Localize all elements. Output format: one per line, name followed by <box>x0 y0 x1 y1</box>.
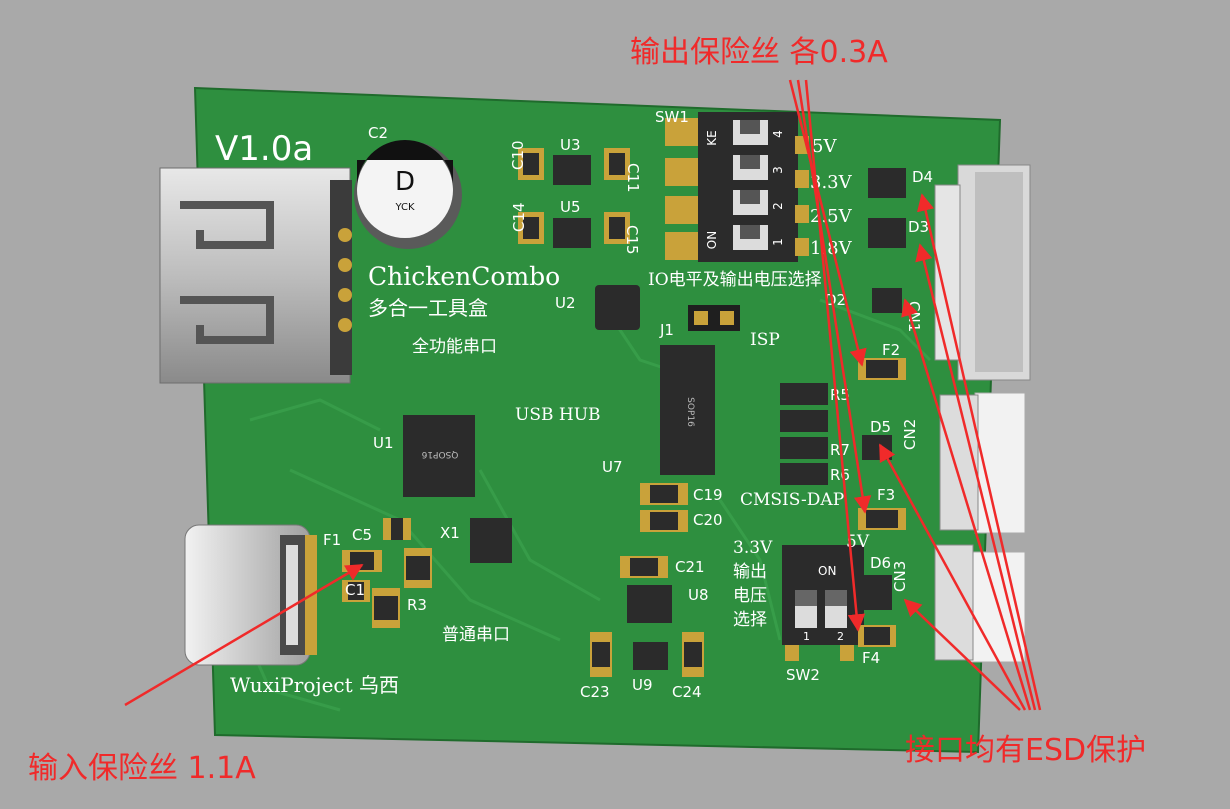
usb-hub-label: USB HUB <box>515 405 601 425</box>
svg-text:YCK: YCK <box>394 202 415 213</box>
output-select-5v: 5V <box>846 532 870 552</box>
ic-u1: QSOP16 <box>403 415 475 497</box>
svg-text:CN3: CN3 <box>891 561 909 592</box>
ic-u8 <box>627 585 672 623</box>
passive-components <box>342 148 906 677</box>
svg-text:R6: R6 <box>830 466 850 484</box>
output-select-line-3: 电压 <box>733 586 767 606</box>
serial-full-label: 全功能串口 <box>412 337 497 357</box>
svg-text:C19: C19 <box>693 486 723 504</box>
esd-annotation: 接口均有ESD保护 <box>905 733 1146 768</box>
ic-u9 <box>633 642 668 670</box>
svg-text:F3: F3 <box>877 486 895 504</box>
voltage-2v5: 2.5V <box>810 206 853 227</box>
svg-text:C23: C23 <box>580 683 610 701</box>
board-subtitle: 多合一工具盒 <box>368 296 488 320</box>
svg-text:C14: C14 <box>510 202 528 232</box>
svg-text:U2: U2 <box>555 294 576 312</box>
dip-switch-sw1[interactable]: KE ON 4 3 2 1 <box>665 112 809 262</box>
io-select-label: IO电平及输出电压选择 <box>648 270 822 290</box>
svg-text:ON: ON <box>705 231 719 249</box>
svg-text:U1: U1 <box>373 434 394 452</box>
svg-text:ON: ON <box>818 564 836 578</box>
version-label: V1.0a <box>215 129 313 169</box>
svg-text:D4: D4 <box>912 168 933 186</box>
svg-text:C11: C11 <box>624 163 642 193</box>
svg-text:D: D <box>395 167 415 197</box>
connector-cn1 <box>934 164 1031 381</box>
svg-text:C24: C24 <box>672 683 702 701</box>
output-fuse-annotation: 输出保险丝 各0.3A <box>630 35 888 70</box>
connector-cn2 <box>939 392 1026 534</box>
svg-text:1: 1 <box>803 630 810 643</box>
svg-text:C5: C5 <box>352 526 372 544</box>
board-name: ChickenCombo <box>368 262 560 291</box>
svg-text:C15: C15 <box>623 225 641 255</box>
svg-text:C21: C21 <box>675 558 705 576</box>
voltage-5v: 5V <box>812 136 837 157</box>
svg-text:R3: R3 <box>407 596 427 614</box>
ic-u5 <box>553 218 591 248</box>
svg-text:U7: U7 <box>602 458 623 476</box>
svg-text:2: 2 <box>837 630 844 643</box>
svg-text:SOP16: SOP16 <box>685 397 695 427</box>
capacitor-c2: D YCK <box>354 140 462 249</box>
output-select-line-2: 输出 <box>733 562 767 582</box>
annotation-arrows <box>124 79 1042 711</box>
svg-text:SW1: SW1 <box>655 108 689 126</box>
svg-text:D5: D5 <box>870 418 891 436</box>
author-label: WuxiProject 乌西 <box>230 673 399 697</box>
ic-u7: SOP16 <box>660 345 715 475</box>
svg-text:D6: D6 <box>870 554 891 572</box>
isp-label: ISP <box>750 330 780 350</box>
svg-text:D3: D3 <box>908 218 929 236</box>
svg-text:QSOP16: QSOP16 <box>421 449 458 459</box>
cmsis-label: CMSIS-DAP <box>740 490 844 510</box>
svg-text:F1: F1 <box>323 531 341 549</box>
svg-text:U5: U5 <box>560 198 581 216</box>
svg-text:3: 3 <box>771 166 785 174</box>
svg-text:C1: C1 <box>345 581 365 599</box>
svg-text:C10: C10 <box>509 140 527 170</box>
svg-text:4: 4 <box>771 130 785 138</box>
svg-text:F4: F4 <box>862 649 880 667</box>
ic-u3 <box>553 155 591 185</box>
svg-text:J1: J1 <box>659 321 674 339</box>
usb-c-connector <box>184 524 317 666</box>
svg-text:U3: U3 <box>560 136 581 154</box>
svg-text:C20: C20 <box>693 511 723 529</box>
svg-text:U9: U9 <box>632 676 653 694</box>
svg-text:KE: KE <box>705 130 719 145</box>
input-fuse-annotation: 输入保险丝 1.1A <box>28 751 256 786</box>
svg-text:F2: F2 <box>882 341 900 359</box>
usb-a-connector <box>159 167 352 384</box>
svg-text:CN2: CN2 <box>901 419 919 450</box>
serial-plain-label: 普通串口 <box>442 625 510 645</box>
svg-text:U8: U8 <box>688 586 709 604</box>
output-select-line-4: 选择 <box>733 610 767 630</box>
svg-text:X1: X1 <box>440 524 460 542</box>
svg-text:SW2: SW2 <box>786 666 820 684</box>
svg-text:C2: C2 <box>368 124 388 142</box>
connector-cn3 <box>934 544 1026 663</box>
svg-text:2: 2 <box>771 202 785 210</box>
output-select-line-1: 3.3V <box>733 538 773 558</box>
svg-text:1: 1 <box>771 238 785 246</box>
crystal-x1 <box>470 518 512 563</box>
ic-u2 <box>595 285 640 330</box>
voltage-3v3: 3.3V <box>810 172 853 193</box>
